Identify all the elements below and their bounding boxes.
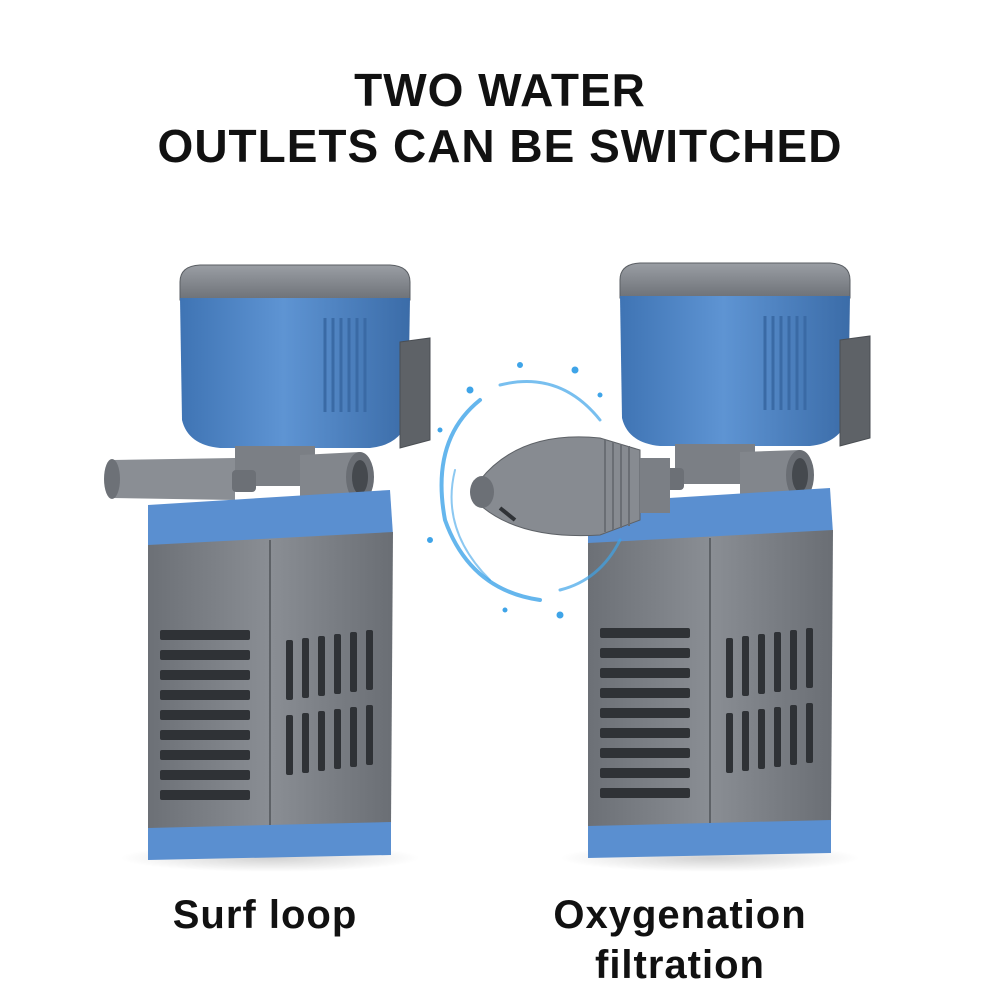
caption-oxygenation-filtration: Oxygenation filtration [520, 890, 840, 990]
pump-left [104, 264, 431, 872]
caption-line-1: Oxygenation [553, 893, 807, 937]
water-splash [427, 362, 622, 619]
caption-line-2: filtration [595, 943, 765, 987]
headline-line-2: OUTLETS CAN BE SWITCHED [157, 120, 843, 172]
headline: TWO WATER OUTLETS CAN BE SWITCHED [0, 62, 1000, 174]
caption-surf-loop: Surf loop [172, 893, 358, 937]
headline-line-1: TWO WATER [354, 64, 646, 116]
nozzle-attachment [470, 436, 670, 537]
pump-right [560, 262, 871, 872]
